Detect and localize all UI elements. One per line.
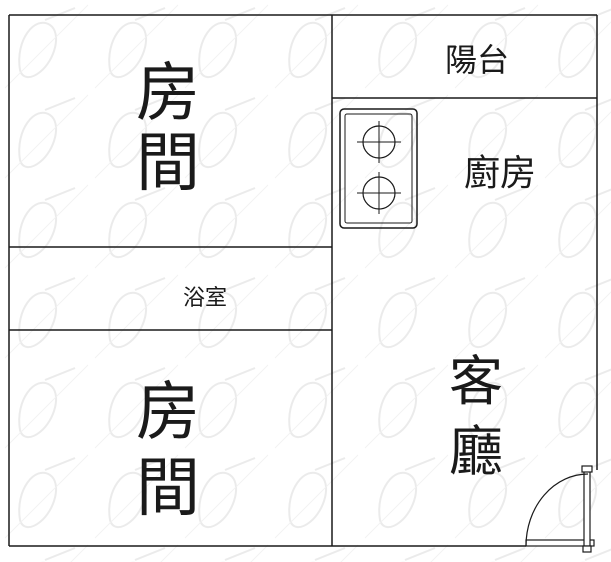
stove-icon — [339, 108, 418, 229]
bedroom-bottom-char-1: 房 — [136, 376, 200, 450]
bedroom-top-char-2: 間 — [136, 127, 200, 201]
label-bedroom-top: 房 間 — [136, 57, 200, 201]
label-bathroom: 浴室 — [183, 286, 227, 311]
label-bedroom-bottom: 房 間 — [136, 376, 200, 526]
bedroom-bottom-char-2: 間 — [136, 452, 200, 526]
door-swing-icon — [525, 465, 595, 553]
label-kitchen: 廚房 — [464, 153, 536, 194]
label-living-room: 客 廳 — [449, 350, 503, 483]
walls — [8, 14, 598, 547]
living-room-char-1: 客 — [449, 350, 503, 413]
living-room-char-2: 廳 — [449, 420, 503, 483]
label-balcony: 陽台 — [445, 41, 509, 79]
bedroom-top-char-1: 房 — [136, 57, 200, 131]
